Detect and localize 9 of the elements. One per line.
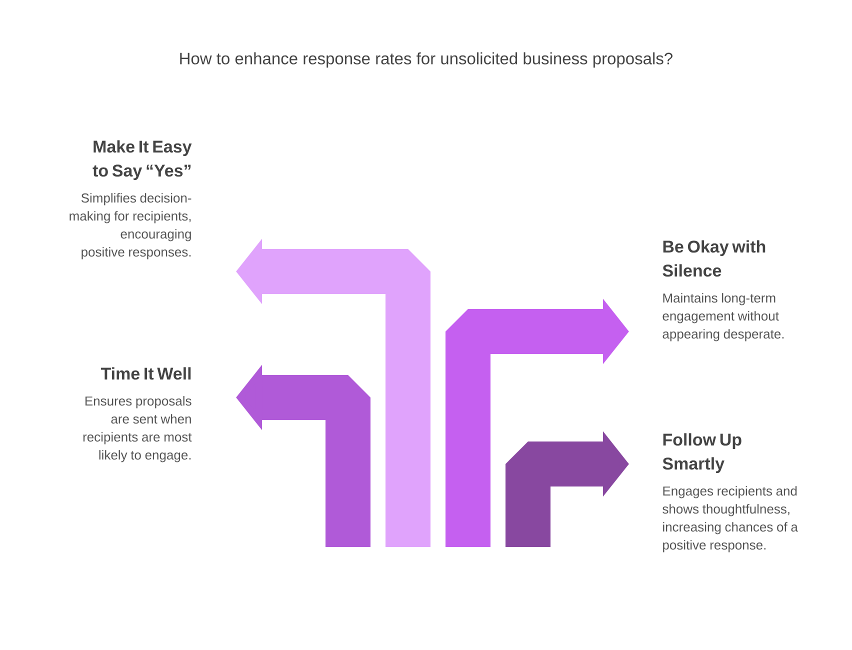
heading: Make It Easy to Say “Yes” — [92, 140, 192, 180]
description: Maintains long-term engagement without appearing desperate. — [662, 293, 784, 342]
description: Simplifies decision-making for recipients, encouraging positive responses. — [70, 193, 192, 260]
heading: Time It Well — [100, 367, 191, 380]
heading: Follow Up Smartly — [662, 433, 742, 474]
heading: Be Okay with Silence — [662, 240, 766, 277]
title: How to enhance response rates for unsolicited business proposals? — [180, 52, 672, 68]
description: Engages recipients and shows thoughtfulness, increasing chances of a positive response. — [662, 486, 798, 552]
description: Ensures proposals are sent when recipients are most likely to engage. — [83, 396, 192, 462]
